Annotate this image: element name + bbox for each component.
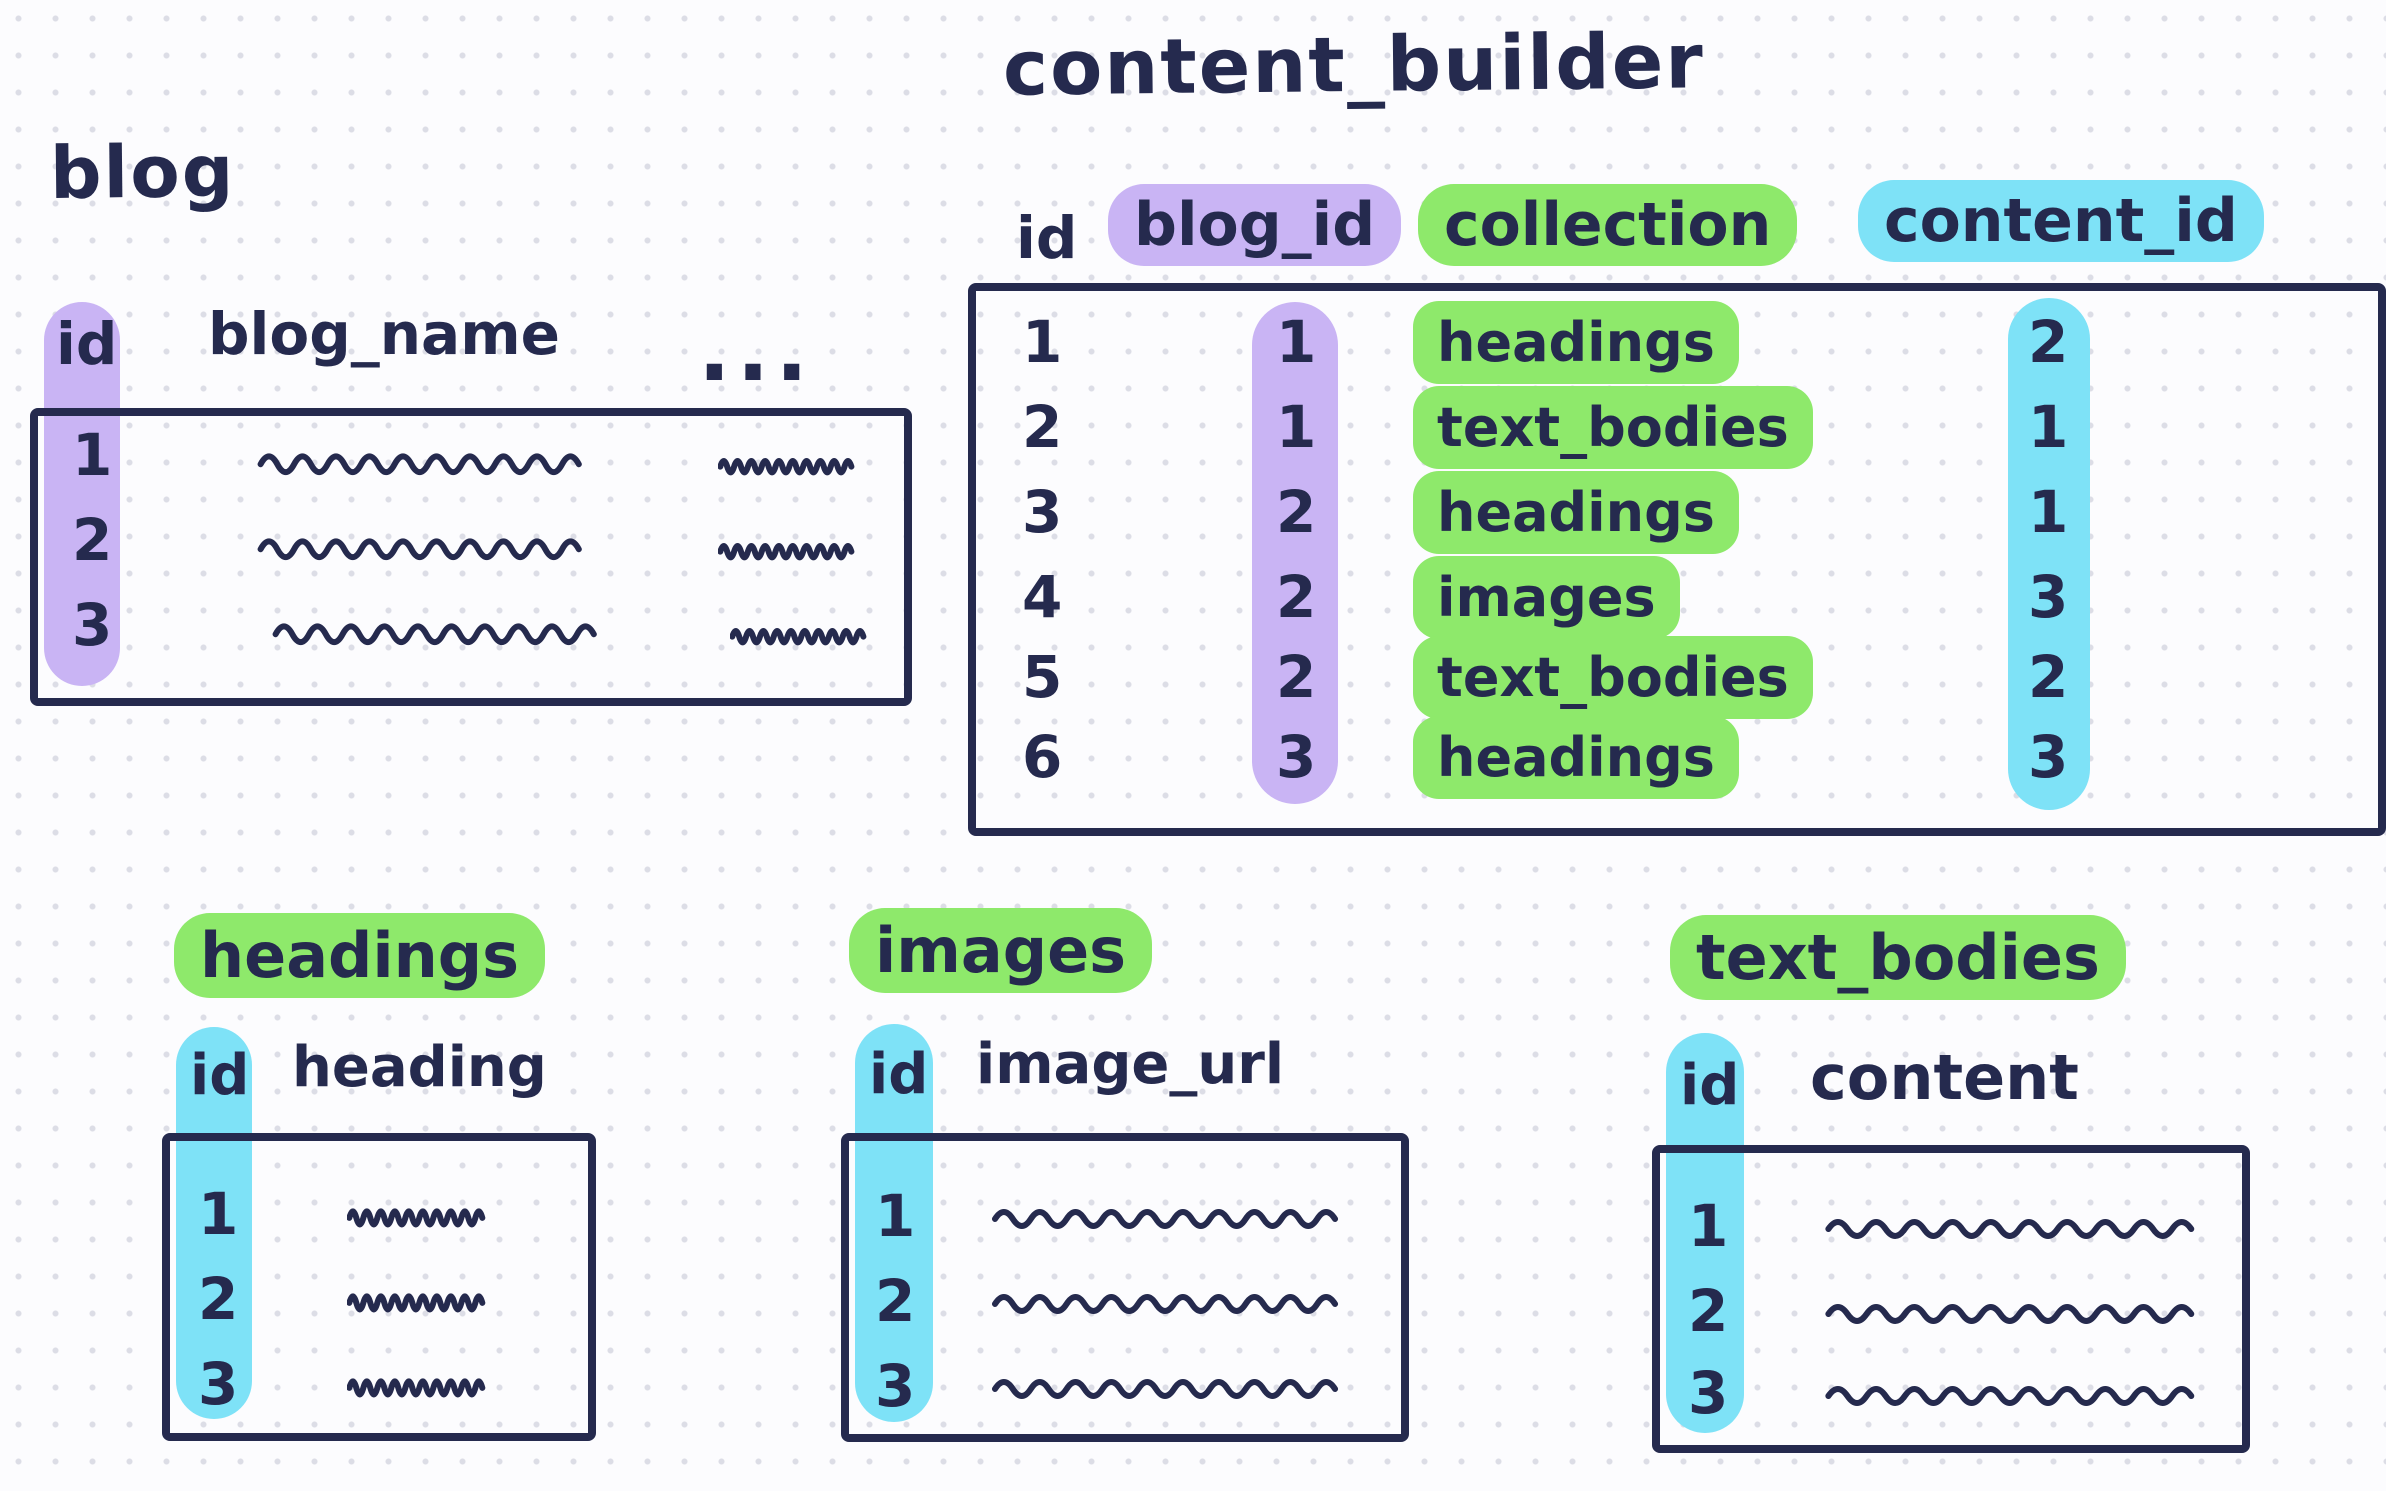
cb-row-blog-id: 3: [1276, 723, 1317, 791]
blog-row-id: 1: [72, 421, 113, 489]
cb-column-header-blog-id: blog_id: [1108, 184, 1402, 266]
content-scribble: [1822, 1211, 2204, 1243]
cb-row-content-id: 3: [2028, 723, 2069, 791]
blog-column-header-name: blog_name: [208, 300, 560, 368]
blog-row-id: 3: [72, 591, 113, 659]
text-bodies-row-id: 2: [1688, 1277, 1729, 1345]
table-headings: headings id heading 1 2 3: [162, 905, 632, 1475]
blog-name-scribble: [270, 614, 605, 650]
heading-scribble: [347, 1371, 487, 1401]
table-content-builder: content_builder id blog_id collection co…: [968, 16, 2386, 836]
headings-id-column-highlight: [176, 1027, 252, 1419]
cb-column-header-collection: collection: [1418, 184, 1798, 266]
headings-row-id: 2: [198, 1265, 239, 1333]
cb-row-id: 5: [1022, 643, 1063, 711]
cb-row-collection: headings: [1413, 301, 1739, 384]
images-table-box: [841, 1133, 1409, 1442]
headings-column-header-id: id: [190, 1043, 250, 1108]
headings-column-header-value: heading: [292, 1035, 547, 1100]
blog-table-title: blog: [49, 129, 236, 215]
images-column-header-value: image_url: [976, 1032, 1285, 1097]
image-url-scribble: [989, 1286, 1347, 1318]
cb-row-collection: headings: [1413, 471, 1739, 554]
cb-row-collection: headings: [1413, 716, 1739, 799]
blog-id-column-highlight: [44, 302, 120, 686]
cb-row-blog-id: 2: [1276, 478, 1317, 546]
cb-row-id: 3: [1022, 478, 1063, 546]
cb-row-id: 1: [1022, 308, 1063, 376]
image-url-scribble: [989, 1371, 1347, 1403]
text-bodies-column-header-id: id: [1680, 1053, 1740, 1118]
blog-row-id: 2: [72, 506, 113, 574]
blog-more-scribble: [718, 537, 856, 563]
images-row-id: 3: [875, 1352, 916, 1420]
content-scribble: [1822, 1296, 2204, 1328]
headings-table-title: headings: [174, 913, 546, 998]
cb-row-content-id: 2: [2028, 643, 2069, 711]
cb-row-blog-id: 2: [1276, 563, 1317, 631]
images-row-id: 2: [875, 1267, 916, 1335]
blog-more-scribble: [730, 622, 868, 648]
cb-row-id: 4: [1022, 563, 1063, 631]
table-images: images id image_url 1 2 3: [841, 900, 1431, 1475]
cb-column-header-id: id: [1016, 204, 1078, 272]
cb-row-content-id: 1: [2028, 478, 2069, 546]
cb-column-header-content-id: content_id: [1858, 180, 2264, 262]
images-table-title: images: [849, 908, 1153, 993]
text-bodies-table-box: [1652, 1145, 2250, 1453]
heading-scribble: [347, 1201, 487, 1231]
text-bodies-row-id: 3: [1688, 1359, 1729, 1427]
text-bodies-table-title: text_bodies: [1670, 915, 2126, 1000]
cb-row-blog-id: 1: [1276, 393, 1317, 461]
blog-name-scribble: [255, 444, 590, 480]
heading-scribble: [347, 1286, 487, 1316]
images-row-id: 1: [875, 1182, 916, 1250]
cb-row-content-id: 1: [2028, 393, 2069, 461]
blog-more-scribble: [718, 452, 856, 478]
cb-row-blog-id: 1: [1276, 308, 1317, 376]
text-bodies-row-id: 1: [1688, 1192, 1729, 1260]
images-column-header-id: id: [869, 1042, 929, 1107]
cb-row-collection: images: [1413, 556, 1680, 639]
cb-row-collection: text_bodies: [1413, 386, 1813, 469]
cb-content-id-column-highlight: [2008, 298, 2090, 810]
cb-row-collection: text_bodies: [1413, 636, 1813, 719]
images-id-column-highlight: [855, 1024, 933, 1422]
content-builder-table-title: content_builder: [1002, 16, 1706, 113]
headings-row-id: 3: [198, 1350, 239, 1418]
cb-row-content-id: 2: [2028, 308, 2069, 376]
content-scribble: [1822, 1378, 2204, 1410]
table-text-bodies: text_bodies id content 1 2 3: [1652, 915, 2262, 1475]
cb-blog-id-column-highlight: [1252, 302, 1338, 804]
image-url-scribble: [989, 1201, 1347, 1233]
table-blog: blog id blog_name ... 1 2 3: [30, 129, 930, 730]
headings-table-box: [162, 1133, 596, 1441]
cb-row-blog-id: 2: [1276, 643, 1317, 711]
headings-row-id: 1: [198, 1180, 239, 1248]
text-bodies-column-header-value: content: [1810, 1041, 2079, 1114]
blog-table-box: [30, 408, 912, 706]
cb-table-box: [968, 283, 2386, 836]
blog-column-header-id: id: [56, 310, 118, 378]
text-bodies-id-column-highlight: [1666, 1033, 1744, 1433]
blog-name-scribble: [255, 529, 590, 565]
cb-row-id: 2: [1022, 393, 1063, 461]
blog-column-header-more: ...: [698, 301, 815, 401]
cb-row-content-id: 3: [2028, 563, 2069, 631]
cb-row-id: 6: [1022, 723, 1063, 791]
